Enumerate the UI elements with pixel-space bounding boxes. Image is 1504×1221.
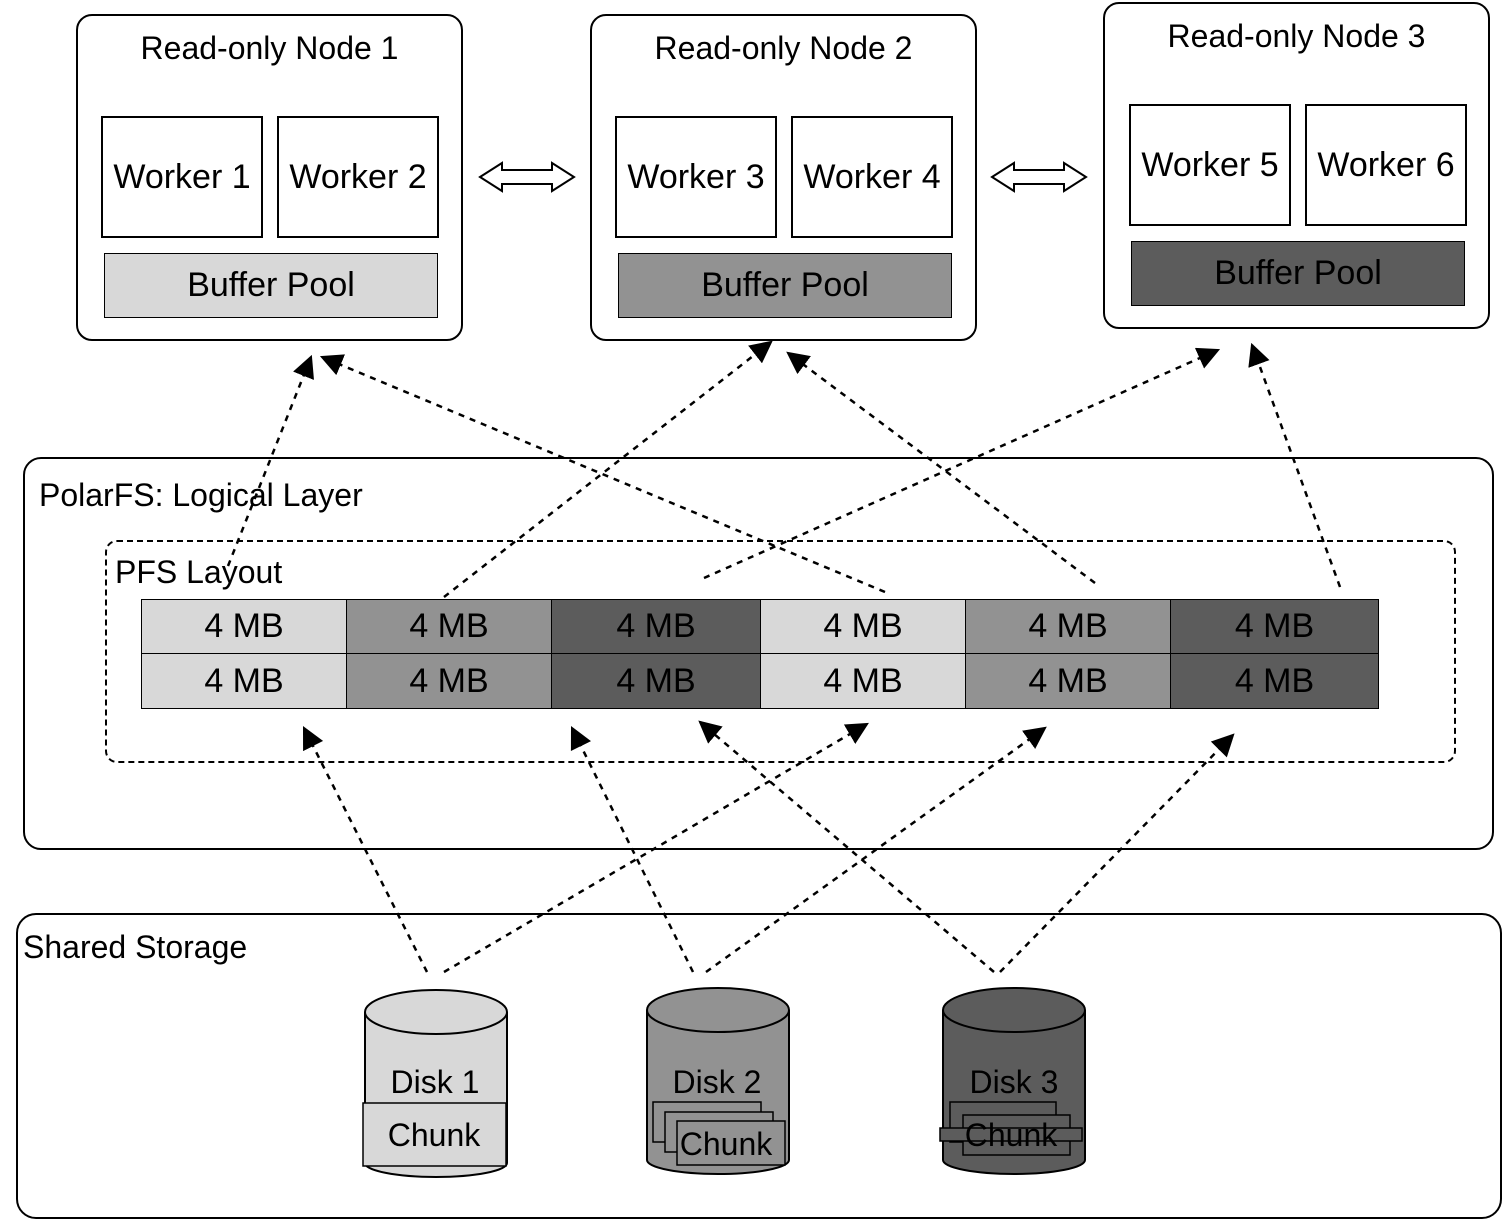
link-disk3-a [698, 720, 995, 973]
disk-3-chunk: Chunk [965, 1117, 1059, 1153]
read-only-node-3: Read-only Node 3 Worker 5 Worker 6 Buffe… [1103, 2, 1490, 329]
block-r2-c2: 4 MB [346, 653, 552, 709]
link-block-to-node1-b [319, 354, 886, 594]
disk-3-label: Disk 3 [970, 1064, 1059, 1100]
pfs-layout-region: PFS Layout [105, 540, 1456, 763]
link-disk1-a [302, 725, 429, 973]
link-disk2-b [705, 726, 1047, 974]
disk-1-label: Disk 1 [391, 1064, 480, 1100]
link-disk2-a [570, 725, 695, 973]
shared-storage-title: Shared Storage [23, 929, 248, 965]
disk-2-chunk: Chunk [680, 1126, 774, 1162]
block-r1-c6: 4 MB [1170, 599, 1379, 654]
node-3-title: Read-only Node 3 [1167, 18, 1426, 54]
read-only-node-2: Read-only Node 2 Worker 3 Worker 4 Buffe… [590, 14, 977, 341]
pfs-layout-title: PFS Layout [115, 554, 283, 590]
worker-1: Worker 1 [101, 116, 263, 238]
block-r1-c4: 4 MB [760, 599, 966, 654]
pfs-layout-grid: 4 MB 4 MB 4 MB 4 MB 4 MB 4 MB 4 MB 4 MB … [141, 599, 1379, 709]
block-r2-c1: 4 MB [141, 653, 347, 709]
buffer-pool-2: Buffer Pool [618, 253, 952, 318]
block-r2-c5: 4 MB [965, 653, 1171, 709]
worker-2: Worker 2 [277, 116, 439, 238]
disk-1: Disk 1 Chunk [362, 989, 508, 1178]
link-block-to-node2-a [443, 340, 773, 598]
block-r2-c6: 4 MB [1170, 653, 1379, 709]
disk-2-label: Disk 2 [673, 1064, 762, 1100]
disk-3: Disk 3 Chunk [939, 987, 1086, 1175]
worker-5: Worker 5 [1129, 104, 1291, 226]
buffer-pool-3: Buffer Pool [1131, 241, 1465, 306]
logical-layer-title: PolarFS: Logical Layer [39, 477, 363, 513]
link-disk1-b [443, 722, 869, 974]
read-only-node-1: Read-only Node 1 Worker 1 Worker 2 Buffe… [76, 14, 463, 341]
worker-3: Worker 3 [615, 116, 777, 238]
worker-4: Worker 4 [791, 116, 953, 238]
disk-1-chunk: Chunk [388, 1117, 482, 1153]
bidirectional-arrow-1-2 [478, 161, 576, 193]
bidirectional-arrow-2-3 [990, 161, 1088, 193]
block-r1-c2: 4 MB [346, 599, 552, 654]
buffer-pool-1: Buffer Pool [104, 253, 438, 318]
link-disk3-b [999, 733, 1235, 973]
block-r1-c3: 4 MB [551, 599, 761, 654]
link-block-to-node3-a [703, 347, 1221, 580]
node-1-title: Read-only Node 1 [140, 30, 399, 66]
node-2-title: Read-only Node 2 [654, 30, 913, 66]
link-block-to-node2-b [786, 351, 1096, 585]
block-r2-c3: 4 MB [551, 653, 761, 709]
worker-6: Worker 6 [1305, 104, 1467, 226]
link-block-to-node3-b [1248, 342, 1342, 588]
disk-2: Disk 2 Chunk [646, 987, 790, 1175]
link-block-to-node1-a [226, 354, 314, 567]
block-r2-c4: 4 MB [760, 653, 966, 709]
